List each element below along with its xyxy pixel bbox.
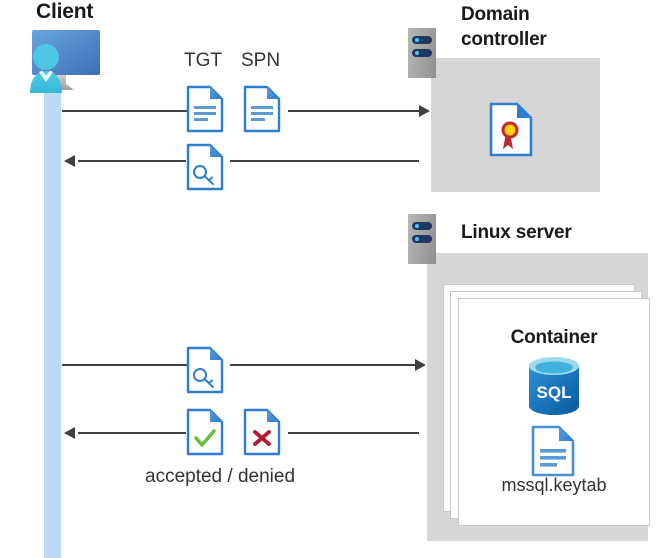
server-rack-icon-domain-controller	[408, 28, 436, 78]
tgt-label: TGT	[184, 50, 222, 71]
domain-controller-title: Domain controller	[461, 2, 621, 52]
flow-1-arrowhead	[419, 105, 430, 117]
sql-database-icon: SQL	[521, 355, 587, 417]
container-card-front: Container SQL	[458, 298, 650, 526]
domain-controller-title-line-1: Domain	[461, 4, 530, 25]
flow-4-line-left	[78, 432, 186, 434]
spn-document-icon	[243, 85, 281, 133]
domain-controller-title-line-2: controller	[461, 29, 547, 50]
tgt-document-icon	[186, 85, 224, 133]
flow-2-arrowhead	[64, 155, 75, 167]
spn-label: SPN	[241, 50, 281, 71]
certificate-document-icon	[489, 102, 533, 157]
flow-2-line-left	[78, 160, 186, 162]
linux-server-title: Linux server	[461, 222, 572, 243]
accepted-denied-caption: accepted / denied	[145, 466, 296, 487]
flow-2-line-right	[230, 160, 419, 162]
server-rack-icon-linux-server	[408, 214, 436, 264]
accepted-check-document-icon	[186, 408, 224, 456]
flow-3-line-right	[230, 364, 415, 366]
denied-cross-document-icon	[243, 408, 281, 456]
keytab-filename-label: mssql.keytab	[501, 475, 607, 495]
svg-text:SQL: SQL	[537, 383, 572, 402]
user-with-monitor-icon	[8, 22, 104, 94]
flow-1-line-left	[62, 110, 188, 112]
flow-1-line-right	[288, 110, 419, 112]
flow-4-arrowhead	[64, 427, 75, 439]
flow-3-line-left	[62, 364, 188, 366]
page-title-client: Client	[36, 0, 94, 23]
container-title: Container	[510, 327, 598, 348]
flow-4-line-right	[288, 432, 419, 434]
flow-3-arrowhead	[415, 359, 426, 371]
service-ticket-key-document-icon-to-server	[186, 346, 224, 394]
client-lifeline	[44, 62, 61, 558]
service-ticket-key-document-icon-to-client	[186, 143, 224, 191]
keytab-document-icon	[531, 425, 575, 477]
